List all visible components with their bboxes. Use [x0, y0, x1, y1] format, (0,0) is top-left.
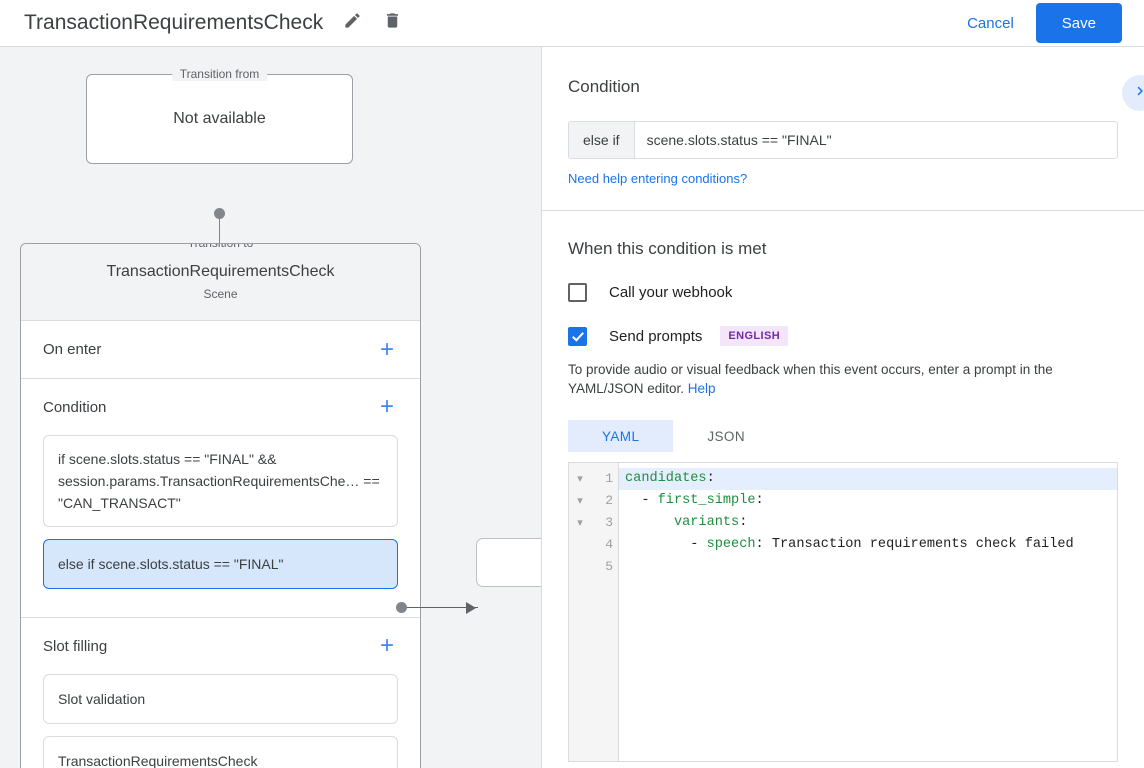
code-colon-token: : — [755, 493, 764, 508]
code-key-token: candidates — [625, 471, 707, 486]
fold-marker — [569, 556, 591, 578]
send-prompts-row[interactable]: Send prompts ENGLISH — [568, 326, 1118, 346]
code-line[interactable] — [619, 556, 1117, 578]
condition-field[interactable]: else if — [568, 121, 1118, 159]
transition-from-legend: Transition from — [171, 67, 268, 81]
line-number: 1 — [605, 471, 613, 486]
section-on-enter-label: On enter — [43, 341, 102, 358]
chevron-right-icon — [1131, 82, 1144, 105]
when-met-heading: When this condition is met — [568, 239, 767, 258]
section-condition-label: Condition — [43, 398, 107, 416]
add-on-enter-plus-icon[interactable]: + — [379, 335, 394, 363]
edit-title-button[interactable] — [337, 8, 367, 38]
editor-fold-gutter[interactable]: ▾ ▾ ▾ — [569, 463, 591, 761]
cancel-button[interactable]: Cancel — [955, 7, 1026, 40]
panel-condition-section: Condition else if Need help entering con… — [542, 47, 1144, 211]
section-condition-head: Condition + — [21, 379, 420, 435]
editor-line-numbers: 1 2 3 4 5 — [591, 463, 619, 761]
prompts-help-link[interactable]: Help — [687, 381, 716, 396]
collapse-panel-button[interactable] — [1122, 75, 1144, 111]
transition-from-value: Not available — [173, 110, 266, 127]
outgoing-connector-dot — [396, 602, 407, 613]
transition-from-card: Transition from Not available — [86, 67, 353, 164]
transition-to-card: Transition to TransactionRequirementsChe… — [20, 243, 421, 768]
section-slot-filling-head: Slot filling + — [21, 618, 420, 674]
trash-icon — [383, 11, 402, 35]
send-prompts-label: Send prompts — [609, 327, 703, 345]
code-indent: - — [625, 493, 658, 508]
line-number: 3 — [605, 515, 613, 530]
scene-card-header: TransactionRequirementsCheck Scene — [21, 244, 420, 321]
details-panel: Condition else if Need help entering con… — [541, 47, 1144, 768]
add-condition-plus-icon[interactable]: + — [379, 393, 394, 420]
delete-button[interactable] — [377, 8, 407, 38]
transition-to-legend: Transition to — [179, 244, 262, 250]
code-colon-token: : — [706, 471, 715, 486]
condition-expression-input[interactable] — [634, 122, 1117, 158]
line-number: 4 — [605, 537, 613, 552]
yaml-code-editor[interactable]: ▾ ▾ ▾ 1 2 3 4 5 candidates: - first_simp… — [568, 462, 1118, 762]
tab-yaml[interactable]: YAML — [568, 420, 674, 452]
code-key-token: first_simple — [657, 493, 756, 508]
code-key-token: speech — [706, 537, 756, 552]
fold-marker[interactable]: ▾ — [577, 517, 583, 529]
panel-condition-heading: Condition — [568, 77, 640, 96]
call-webhook-checkbox[interactable] — [568, 283, 587, 302]
code-colon-token: : — [755, 537, 764, 552]
code-line[interactable]: - speech: Transaction requirements check… — [619, 534, 1117, 556]
section-slot-filling-label: Slot filling — [43, 637, 108, 655]
condition-item-else-if[interactable]: else if scene.slots.status == "FINAL" — [43, 539, 398, 589]
editor-code-area[interactable]: candidates: - first_simple: variants: - … — [619, 463, 1117, 761]
condition-item-if[interactable]: if scene.slots.status == "FINAL" && sess… — [43, 435, 398, 527]
panel-when-met-section: When this condition is met Call your web… — [542, 211, 1144, 762]
prompts-helper-sentence: To provide audio or visual feedback when… — [568, 362, 1053, 396]
fold-marker — [569, 534, 591, 556]
condition-help-link[interactable]: Need help entering conditions? — [568, 171, 748, 186]
slot-filling-item-validation[interactable]: Slot validation — [43, 674, 398, 724]
code-indent: - — [625, 537, 707, 552]
code-line[interactable]: candidates: — [619, 468, 1117, 490]
code-indent — [625, 515, 674, 530]
scene-type: Scene — [203, 287, 238, 301]
slot-filling-item-check[interactable]: TransactionRequirementsCheck — [43, 736, 398, 768]
code-key-token: variants — [673, 515, 740, 530]
editor-format-tabs: YAML JSON — [568, 420, 1118, 452]
connector-line-vertical — [219, 213, 220, 268]
add-slot-filling-plus-icon[interactable]: + — [379, 632, 394, 659]
tab-json[interactable]: JSON — [707, 428, 745, 444]
condition-prefix-label: else if — [569, 122, 635, 158]
line-number: 5 — [605, 559, 613, 574]
code-colon-token: : — [739, 515, 748, 530]
fold-marker[interactable]: ▾ — [577, 495, 583, 507]
page-title: TransactionRequirementsCheck — [24, 11, 324, 34]
section-on-enter: On enter + — [21, 321, 420, 379]
language-badge: ENGLISH — [720, 326, 789, 346]
section-slot-filling: Slot filling + Slot validation Transacti… — [21, 618, 420, 768]
webhook-row[interactable]: Call your webhook — [568, 283, 1118, 302]
code-value-token: Transaction requirements check failed — [763, 537, 1074, 552]
save-button[interactable]: Save — [1035, 3, 1122, 43]
scene-graph-canvas[interactable]: Transition from Not available Transition… — [0, 47, 541, 768]
fold-marker[interactable]: ▾ — [577, 473, 583, 485]
code-line[interactable]: variants: — [619, 512, 1117, 534]
call-webhook-label: Call your webhook — [609, 284, 733, 301]
line-number: 2 — [605, 493, 613, 508]
prompts-helper-text: To provide audio or visual feedback when… — [568, 360, 1118, 398]
outgoing-connector-arrowhead — [466, 601, 476, 614]
outgoing-connector-line — [406, 607, 478, 608]
send-prompts-checkbox[interactable] — [568, 326, 587, 346]
code-line[interactable]: - first_simple: — [619, 490, 1117, 512]
section-condition: Condition + if scene.slots.status == "FI… — [21, 379, 420, 618]
top-app-bar: TransactionRequirementsCheck Cancel Save — [0, 0, 1144, 47]
pencil-icon — [343, 11, 362, 35]
scene-name: TransactionRequirementsCheck — [106, 263, 335, 280]
next-node-card[interactable] — [476, 538, 541, 587]
